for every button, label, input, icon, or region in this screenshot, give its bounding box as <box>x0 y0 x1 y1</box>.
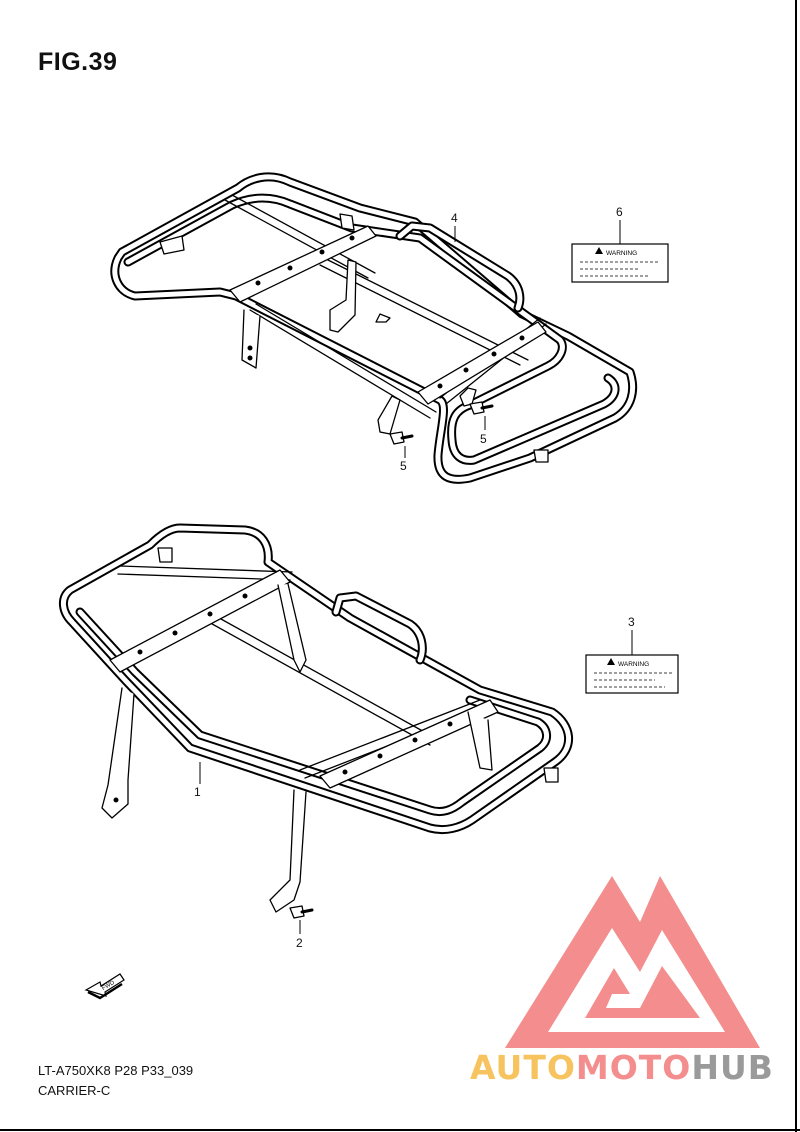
watermark-brand: AUTOMOTOHUB <box>470 1048 774 1087</box>
brand-part-auto: AUTO <box>470 1048 576 1087</box>
callout-1: 1 <box>194 785 201 799</box>
callout-6: 6 <box>616 205 623 219</box>
forward-direction-arrow <box>84 973 125 1000</box>
callout-leaders <box>199 220 633 934</box>
callout-5-a: 5 <box>480 432 487 446</box>
brand-part-hub: HUB <box>691 1048 774 1087</box>
brand-part-moto: MOTO <box>575 1048 692 1087</box>
callout-5-b: 5 <box>400 459 407 473</box>
callout-2: 2 <box>296 936 303 950</box>
rear-carrier-part-4 <box>110 172 638 484</box>
warning-label-6-text: WARNING <box>606 250 637 257</box>
watermark-logo-icon <box>505 876 760 1048</box>
warning-label-3-text: WARNING <box>618 661 649 668</box>
section-name: CARRIER-C <box>38 1083 111 1098</box>
callout-4: 4 <box>451 211 458 225</box>
warning-label-part-6 <box>571 243 669 283</box>
callout-3: 3 <box>628 615 635 629</box>
figure-title: FIG.39 <box>38 48 118 76</box>
bolt-part-2 <box>289 905 314 919</box>
front-carrier-part-1 <box>59 523 574 919</box>
bolt-part-5-a <box>469 401 494 415</box>
bolt-part-5-b <box>389 431 414 445</box>
model-code: LT-A750XK8 P28 P33_039 <box>38 1063 194 1078</box>
